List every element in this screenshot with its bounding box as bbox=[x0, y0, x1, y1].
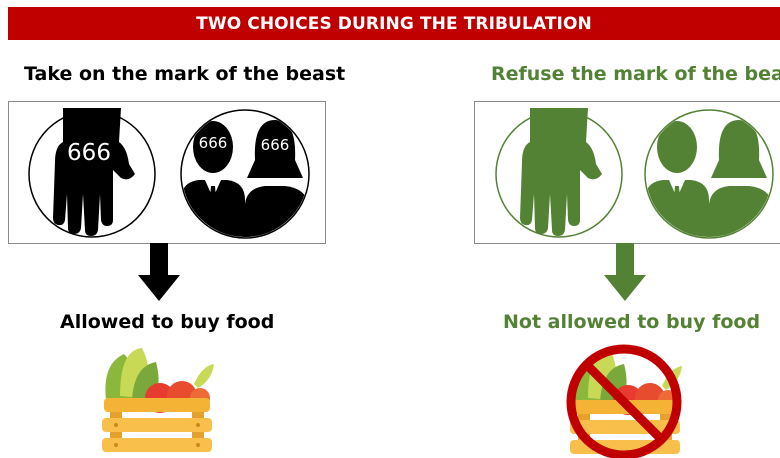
man-woman-icon: 666 666 bbox=[180, 109, 310, 239]
prohibited-food-icon bbox=[566, 344, 682, 458]
left-panel: 666 666 666 bbox=[8, 101, 326, 244]
food-crate-icon bbox=[102, 348, 214, 452]
man-mark-label: 666 bbox=[199, 134, 228, 152]
left-result: Allowed to buy food bbox=[60, 311, 275, 333]
right-icons bbox=[495, 108, 774, 239]
hand-mark-label: 666 bbox=[67, 140, 111, 166]
right-panel bbox=[474, 101, 780, 244]
arrow-down-icon bbox=[604, 243, 646, 301]
prohibited-icon bbox=[566, 344, 682, 458]
arrow-down-icon bbox=[138, 243, 180, 301]
right-heading: Refuse the mark of the beast bbox=[491, 63, 780, 85]
left-heading: Take on the mark of the beast bbox=[24, 63, 346, 85]
title-banner: TWO CHOICES DURING THE TRIBULATION bbox=[8, 7, 780, 40]
right-result: Not allowed to buy food bbox=[503, 311, 761, 333]
hand-icon: 666 bbox=[28, 108, 156, 238]
man-woman-icon bbox=[644, 109, 774, 239]
left-icons: 666 666 666 bbox=[28, 108, 310, 239]
woman-mark-label: 666 bbox=[261, 136, 290, 154]
hand-icon bbox=[495, 108, 623, 238]
banner-title: TWO CHOICES DURING THE TRIBULATION bbox=[196, 13, 592, 34]
